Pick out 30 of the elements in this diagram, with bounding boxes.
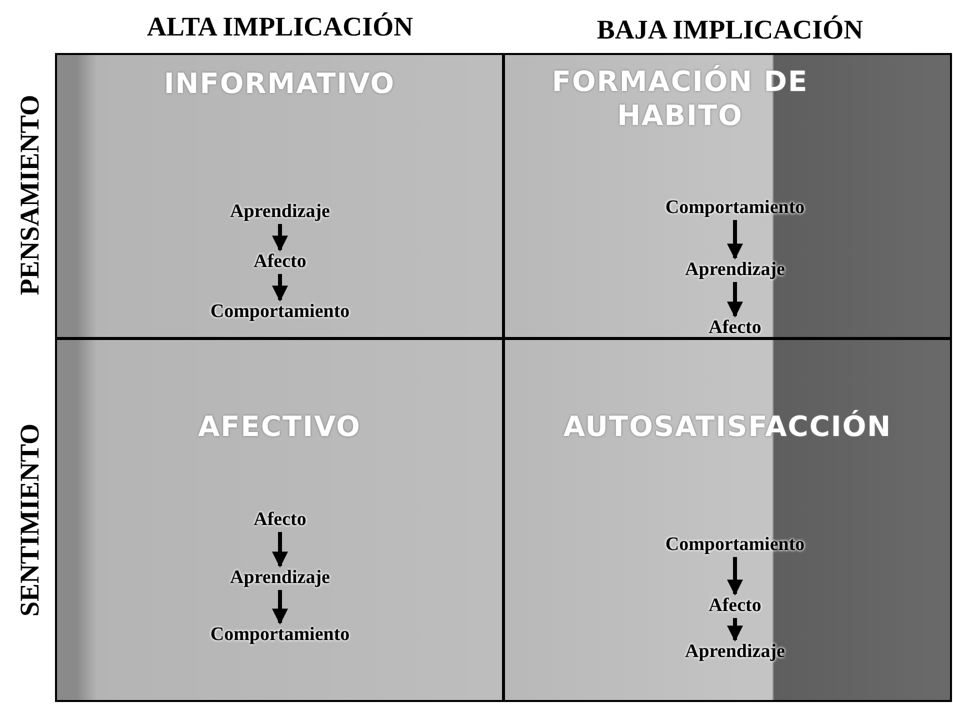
arrow bbox=[727, 618, 743, 642]
quadrant-panel bbox=[57, 55, 502, 337]
stage-label: Aprendizaje bbox=[170, 566, 390, 590]
column-heading: BAJA IMPLICACIÓN bbox=[596, 14, 864, 46]
arrow bbox=[272, 532, 288, 568]
arrow bbox=[727, 557, 743, 596]
arrow bbox=[272, 274, 288, 302]
quadrant-panel bbox=[505, 55, 950, 337]
stage-label: Aprendizaje bbox=[625, 258, 845, 282]
arrow bbox=[727, 282, 743, 318]
stage-label: Afecto bbox=[625, 316, 845, 340]
column-heading: ALTA IMPLICACIÓN bbox=[146, 12, 414, 42]
arrow bbox=[727, 220, 743, 260]
stage-label: Comportamiento bbox=[625, 533, 845, 557]
stage-label: Aprendizaje bbox=[625, 640, 845, 664]
stage-label: Afecto bbox=[625, 594, 845, 618]
stage-label: Afecto bbox=[170, 508, 390, 532]
stage-label: Comportamiento bbox=[170, 623, 390, 647]
quadrant-panel bbox=[505, 340, 950, 700]
stage-label: Comportamiento bbox=[625, 196, 845, 220]
arrow bbox=[272, 224, 288, 252]
arrow bbox=[272, 590, 288, 625]
stage-label: Comportamiento bbox=[170, 300, 390, 324]
quadrant-heading: INFORMATIVO bbox=[162, 67, 396, 101]
quadrant-panel bbox=[57, 340, 502, 700]
row-heading: PENSAMIENTO bbox=[14, 94, 46, 296]
quadrant-heading: AFECTIVO bbox=[197, 410, 362, 444]
stage-label: Aprendizaje bbox=[170, 200, 390, 224]
stage-label: Afecto bbox=[170, 250, 390, 274]
row-heading: SENTIMIENTO bbox=[14, 423, 46, 617]
